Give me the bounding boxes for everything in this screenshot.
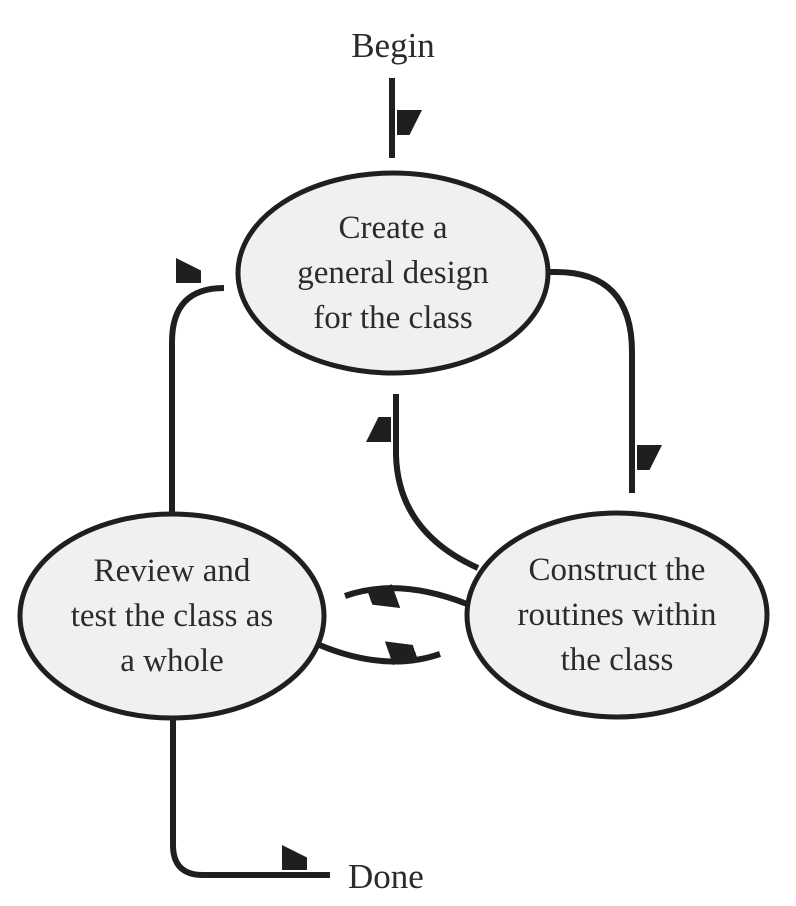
arrow-review-to-done	[170, 717, 330, 878]
node-create-label: Create a general design for the class	[297, 209, 489, 336]
arrow-construct-to-review	[343, 588, 469, 604]
node-construct-label: Construct the routines within the class	[517, 551, 717, 678]
arrow-review-to-create	[169, 288, 225, 514]
arrow-construct-to-create	[396, 394, 480, 571]
node-construct-ellipse	[464, 510, 770, 720]
arrow-review-to-construct	[315, 641, 441, 662]
node-review-label: Review and test the class as a whole	[70, 552, 274, 679]
node-review-ellipse	[17, 511, 327, 721]
arrow-create-to-construct	[543, 269, 632, 493]
node-create-ellipse	[235, 170, 551, 376]
done-label: Done	[348, 857, 424, 896]
begin-label: Begin	[351, 26, 435, 65]
